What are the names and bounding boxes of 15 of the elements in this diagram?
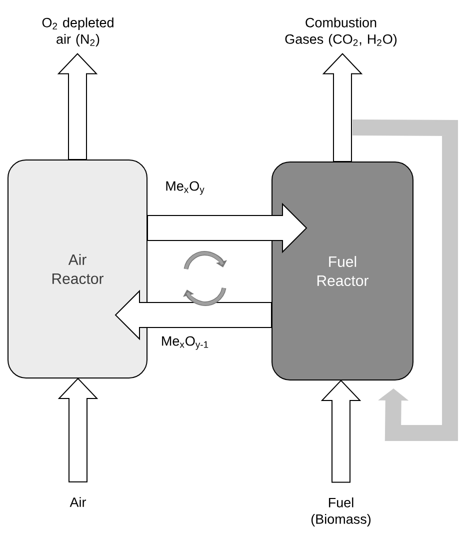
flow-arrow <box>57 53 98 160</box>
edge-label: Me$_{x}$O$_{y}$ <box>166 181 204 195</box>
reactor-box: Fuel Reactor <box>272 162 414 380</box>
stream-label: Air <box>70 497 86 507</box>
stream-label: Combustion Gases (CO$_{2}$, H$_{2}$O) <box>285 17 397 47</box>
edge-label: Me$_{x}$O$_{y-1}$ <box>162 336 208 350</box>
stream-label: Fuel (Biomass) <box>311 497 371 527</box>
reactor-box: Air Reactor <box>8 160 148 378</box>
flow-arrow <box>58 378 98 482</box>
flow-arrow <box>147 202 308 254</box>
stream-label: O$_{2}$ depleted air (N$_{2}$) <box>42 17 114 47</box>
flow-arrow <box>322 53 363 162</box>
flow-arrow <box>114 290 272 340</box>
flow-arrow <box>320 380 362 483</box>
recycle-arrow <box>352 120 458 441</box>
